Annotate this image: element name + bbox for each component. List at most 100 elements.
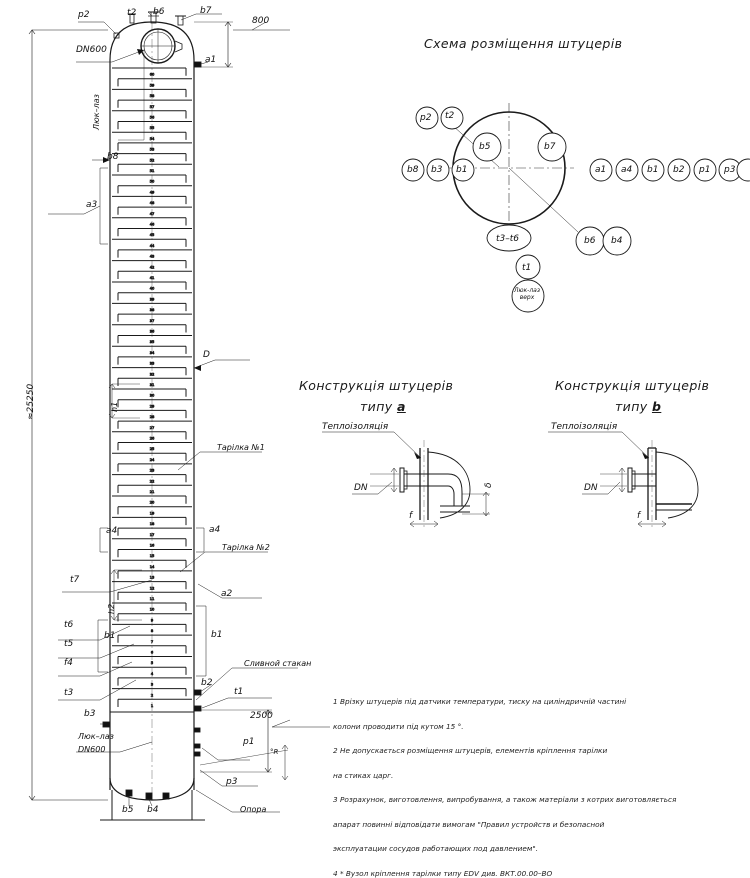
svg-text:2: 2 [151,693,153,697]
scheme-bubble [537,132,567,162]
svg-text:22: 22 [150,479,155,483]
nozzle-tag-t6: t6 [64,620,74,630]
svg-text:34: 34 [150,351,155,355]
scheme-circle-p1: p1 [699,165,711,175]
h1-label: h1 [110,401,119,412]
svg-text:43: 43 [150,255,155,259]
scheme-circle-a4: a4 [621,165,633,175]
svg-text:59: 59 [150,83,155,87]
scheme-bubble [615,158,639,182]
svg-text:58: 58 [150,94,155,98]
scheme-circle-a1: a1 [595,165,607,175]
nozzle-tag-p1: p1 [243,737,255,747]
svg-text:8: 8 [151,629,154,633]
svg-text:28: 28 [150,415,155,419]
nozzle-tag-a4-right: a4 [209,525,221,535]
svg-text:3: 3 [151,683,153,687]
scheme-circle-manhole-top: Люк-лаз верх [513,287,541,301]
svg-text:15: 15 [150,554,155,558]
diameter-label: D [203,350,210,360]
svg-text:54: 54 [150,137,155,141]
svg-text:29: 29 [150,404,155,408]
nozzle-tag-t1: t1 [234,687,244,697]
svg-text:44: 44 [150,244,155,248]
scheme-circle-t1: t1 [522,263,532,273]
top-dim-800: 800 [252,16,270,26]
svg-text:38: 38 [150,308,155,312]
nozzle-tag-t3: t3 [64,688,74,698]
scheme-circle-b7: b7 [544,142,556,152]
detail-a-thickness-label: δ [484,482,494,488]
svg-text:39: 39 [150,297,155,301]
detail-b-title-prefix: типу [615,399,652,414]
svg-text:24: 24 [150,458,155,462]
detail-b-insulation-label: Теплоізоляція [551,422,618,432]
note-line: эксплуатации сосудов работающих под давл… [333,844,539,853]
detail-a-insulation-label: Теплоізоляція [322,422,389,432]
nozzle-tag-a1: a1 [205,55,217,65]
svg-text:7: 7 [151,640,153,644]
detail-a-graphic [322,431,490,530]
svg-text:19: 19 [150,511,155,515]
manhole-bottom-dn: DN600 [78,745,106,754]
scheme-bubble [511,279,545,313]
detail-a-dn-label: DN [354,483,368,493]
scheme-bubble [472,132,502,162]
svg-text:26: 26 [150,437,155,441]
svg-text:55: 55 [150,126,155,130]
notes-block: 1 Врізку штуцерів під датчики температур… [333,697,676,878]
nozzle-tag-p3: p3 [226,777,238,787]
svg-text:18: 18 [150,522,155,526]
svg-text:33: 33 [150,362,155,366]
nozzle-tag-b5: b5 [122,805,134,815]
detail-b-title-line1: Конструкція штуцерів [555,378,710,393]
svg-text:42: 42 [150,265,155,269]
svg-text:12: 12 [150,586,155,590]
note-line: 2 Не допускається розміщення штуцерів, е… [333,746,608,755]
svg-text:14: 14 [150,565,155,569]
svg-text:56: 56 [150,116,155,120]
detail-b-type-letter: b [651,399,662,414]
svg-text:47: 47 [150,212,155,216]
svg-text:6: 6 [151,651,154,655]
scheme-bubble [641,158,665,182]
svg-text:21: 21 [150,490,155,494]
scheme-bubble [451,158,475,182]
svg-text:57: 57 [150,105,155,109]
scheme-bubble [667,158,691,182]
svg-text:41: 41 [150,276,155,280]
scheme-circle-b6: b6 [584,236,596,246]
nozzle-tag-b4: b4 [147,805,159,815]
nozzle-tag-t7: t7 [70,575,80,585]
nozzle-tag-a2: a2 [221,589,233,599]
note-line: 3 Розрахунок, виготовлення, випробування… [333,795,677,804]
svg-text:52: 52 [150,158,155,162]
svg-text:46: 46 [150,223,155,227]
detail-a-f-label: f [409,511,413,521]
nozzle-scheme-title: Схема розміщення штуцерів [424,36,623,51]
detail-a-type-letter: а [396,399,406,414]
note-line: апарат повинні відповідати вимогам "Прав… [333,819,605,829]
nozzle-tag-b6: b6 [153,7,165,17]
scheme-circle-t2: t2 [445,111,455,121]
svg-text:60: 60 [150,73,155,77]
tray-2-label: Тарілка №2 [222,543,270,552]
scheme-bubble [693,158,717,182]
nozzle-tag-b1: b1 [211,630,223,640]
nozzle-tag-a3: a3 [86,200,98,210]
angle-r-label: °R [270,748,279,756]
manhole-top-label: Люк–лаз [92,94,101,130]
nozzle-scheme-circles [401,106,750,313]
svg-text:35: 35 [150,340,155,344]
svg-text:51: 51 [150,169,155,173]
nozzle-tag-b1-left: b1 [104,631,116,641]
svg-text:20: 20 [150,501,155,505]
scheme-bubble [415,106,439,130]
svg-text:16: 16 [150,544,155,548]
note-line: колони проводити під кутом 15 °. [333,721,464,731]
svg-text:4: 4 [151,672,154,676]
nozzle-tag-t5: t5 [64,639,74,649]
scheme-bubble [515,254,541,280]
scheme-circle-t3-t6: t3–t6 [496,234,520,244]
